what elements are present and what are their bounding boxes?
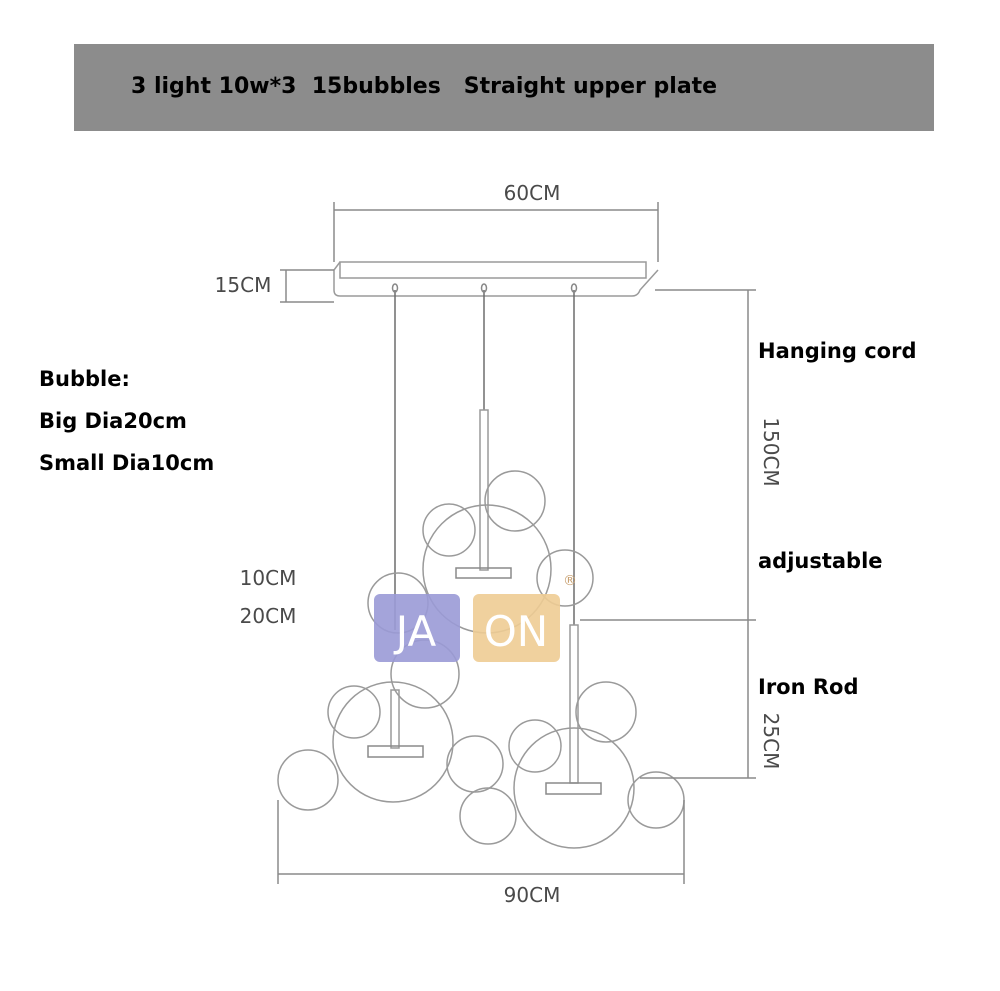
plate-width-dimension [333, 202, 659, 262]
hanging-cords [394, 290, 575, 630]
ceiling-plate [333, 261, 659, 297]
bubble-title: Bubble: [39, 367, 130, 391]
logo-right-block [473, 594, 560, 662]
big-bubble-label: 20CM [240, 604, 297, 628]
led-plates [367, 567, 602, 795]
jason-logo: JA ON ® [374, 573, 577, 662]
hanging-cord-label: Hanging cord [758, 339, 917, 363]
logo-left-block [374, 594, 460, 662]
small-dia-label: Small Dia10cm [39, 451, 215, 475]
plate-height-label: 15CM [215, 273, 272, 297]
big-dia-label: Big Dia20cm [39, 409, 187, 433]
total-width-label: 90CM [504, 883, 561, 907]
bubbles-left-cluster [277, 639, 504, 811]
logo-right-text: ON [484, 607, 548, 656]
iron-rod-label: Iron Rod [758, 675, 859, 699]
small-bubble-label: 10CM [240, 566, 297, 590]
plate-height-dimension [280, 269, 334, 303]
cord-anchors [391, 283, 578, 293]
total-width-dimension [277, 800, 685, 884]
banner-text: 3 light 10w*3 15bubbles Straight upper p… [131, 74, 718, 99]
title-banner: 3 light 10w*3 15bubbles Straight upper p… [74, 44, 934, 131]
plate-width-label: 60CM [504, 181, 561, 205]
registered-mark: ® [563, 573, 577, 589]
cord-length-dimension [580, 289, 756, 779]
bubbles-right-cluster [459, 681, 685, 849]
adjustable-label: adjustable [758, 549, 883, 573]
cord-length-label: 150CM [759, 417, 783, 486]
logo-left-text: JA [393, 607, 437, 656]
rod-length-label: 25CM [759, 713, 783, 770]
